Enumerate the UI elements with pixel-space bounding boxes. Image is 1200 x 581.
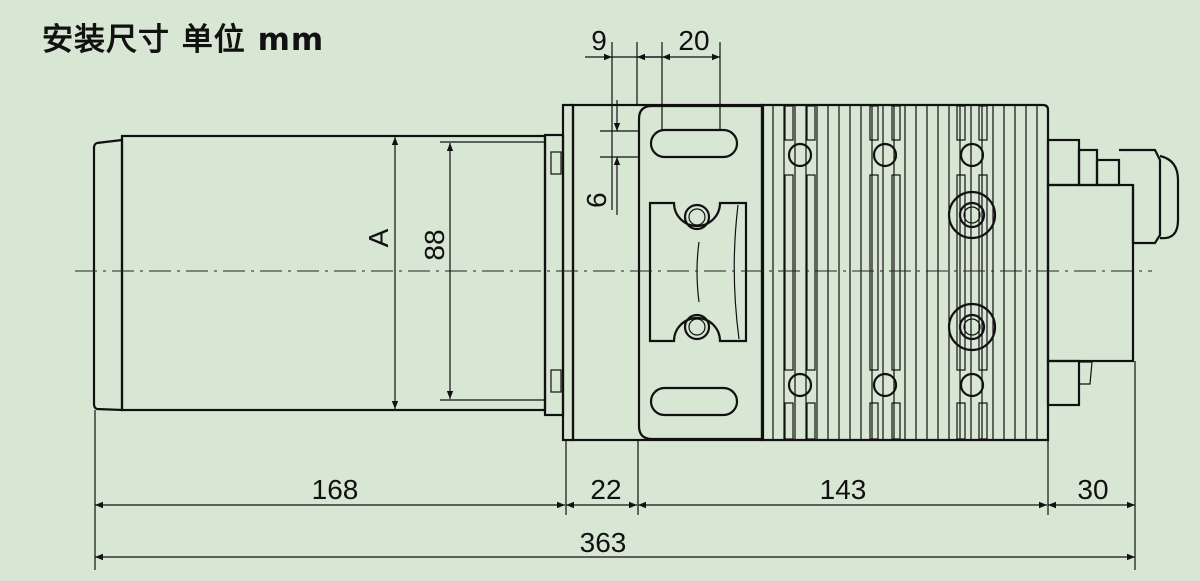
fin-slot xyxy=(806,105,816,141)
fin-slot xyxy=(978,174,988,371)
fin-slot xyxy=(978,402,988,440)
vent-hole xyxy=(787,372,813,398)
fin-slot xyxy=(891,174,901,371)
fin-slot xyxy=(956,174,966,371)
fin-slot xyxy=(869,105,879,141)
dim-22: 22 xyxy=(590,474,621,505)
vent-hole xyxy=(959,142,985,168)
fin-slot xyxy=(806,174,816,371)
mounting-plate xyxy=(637,104,764,441)
vent-hole xyxy=(959,372,985,398)
fin-slot xyxy=(784,402,794,440)
dim-9-top: 9 xyxy=(591,25,607,56)
motor-body xyxy=(92,103,765,442)
page-title: 安装尺寸 单位 mm xyxy=(42,22,325,58)
mount-boss xyxy=(947,190,997,240)
fin-slot xyxy=(891,105,901,141)
bolt-hole xyxy=(958,313,986,341)
bolt-hole-inner xyxy=(963,318,981,336)
bolt-hole xyxy=(683,203,711,231)
dim-88: 88 xyxy=(419,229,450,260)
dim-363: 363 xyxy=(580,527,627,558)
dim-9-side: 9 xyxy=(581,192,612,208)
junction-box xyxy=(1046,138,1180,407)
fin-slot xyxy=(806,402,816,440)
dim-30: 30 xyxy=(1077,474,1108,505)
fin-slot xyxy=(869,402,879,440)
dim-A: A xyxy=(363,228,394,247)
cooling-fins xyxy=(760,103,1050,442)
vent-hole xyxy=(872,142,898,168)
dim-168: 168 xyxy=(312,474,359,505)
dim-20: 20 xyxy=(678,25,709,56)
slot-bottom xyxy=(649,386,739,417)
dim-143: 143 xyxy=(820,474,867,505)
fin-slot xyxy=(891,402,901,440)
fin-slot xyxy=(869,174,879,371)
fin-slot xyxy=(784,105,794,141)
fin-slot xyxy=(956,402,966,440)
bolt-hole xyxy=(683,313,711,341)
vent-hole xyxy=(872,372,898,398)
vent-hole xyxy=(787,142,813,168)
fin-slot xyxy=(784,174,794,371)
slot-top xyxy=(649,128,739,159)
fin-slot xyxy=(956,105,966,141)
dimension-lines xyxy=(95,53,1135,561)
bolt-hole-inner xyxy=(963,206,981,224)
fin-slot xyxy=(978,105,988,141)
bolt-hole xyxy=(958,201,986,229)
extension-lines xyxy=(94,42,1136,570)
mount-boss xyxy=(947,302,997,352)
